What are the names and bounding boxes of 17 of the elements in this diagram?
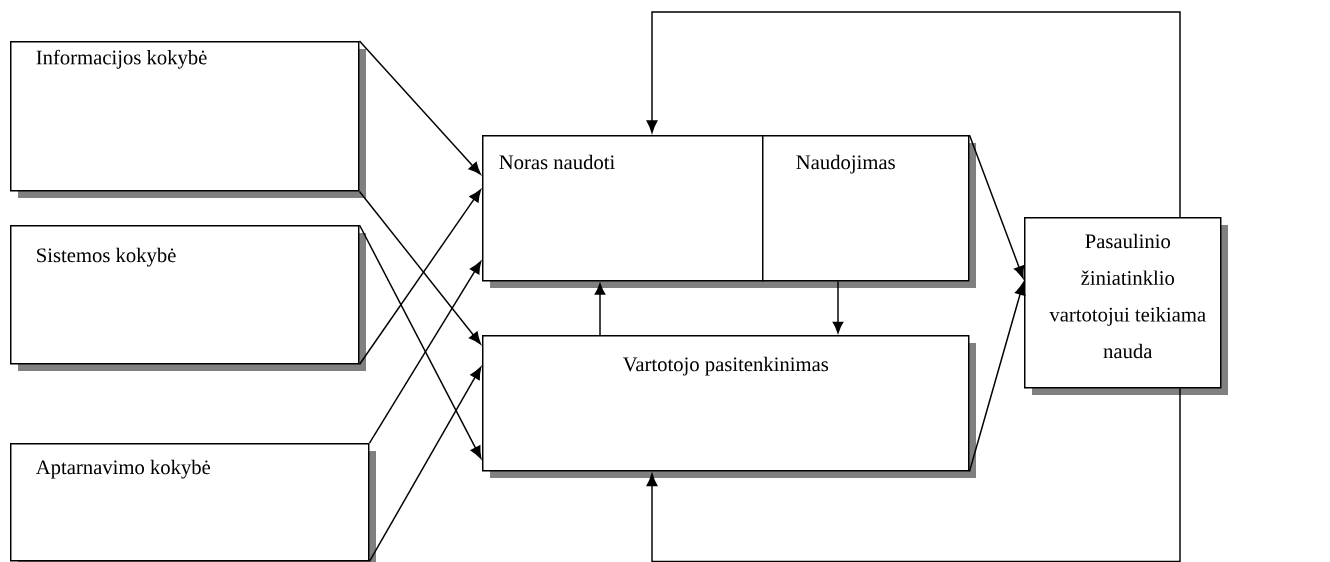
process-box: Vartotojo pasitenkinimas <box>482 335 976 478</box>
arrow <box>594 283 606 336</box>
quality-box: Aptarnavimo kokybė <box>10 443 376 562</box>
arrow <box>968 282 1026 473</box>
arrow <box>358 40 481 175</box>
arrow <box>968 134 1025 279</box>
arrow <box>358 224 482 459</box>
arrow <box>368 366 482 562</box>
outcome-box: Pasaulinio žiniatinklio vartotojui teikiama nauda <box>1024 217 1228 395</box>
arrow <box>646 387 1181 562</box>
quality-box: Informacijos kokybė <box>10 41 366 198</box>
arrow <box>368 261 482 444</box>
arrow <box>646 11 1181 218</box>
arrow <box>832 280 844 334</box>
process-box: Naudojimas <box>762 135 976 288</box>
process-box: Noras naudoti <box>482 135 770 288</box>
quality-box: Sistemos kokybė <box>10 225 366 371</box>
